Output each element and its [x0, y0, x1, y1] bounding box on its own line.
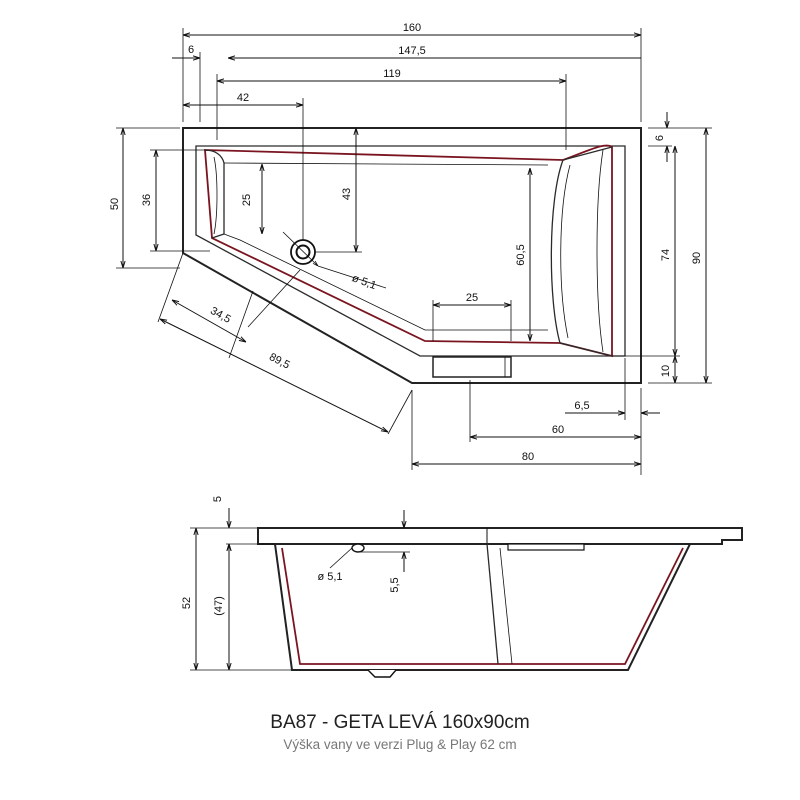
- overflow-icon: [351, 543, 365, 553]
- dim-52: 52: [181, 597, 193, 609]
- dim-6-top: 6: [188, 44, 194, 56]
- dim-119: 119: [383, 68, 401, 80]
- dim-60: 60: [552, 424, 564, 436]
- dim-42: 42: [237, 92, 249, 104]
- plan-outline: [182, 127, 642, 384]
- dim-6-5: 6,5: [574, 400, 589, 412]
- left-backrest: [204, 149, 225, 239]
- dim-80: 80: [522, 451, 534, 463]
- drawing-subtitle: Výška vany ve verzi Plug & Play 62 cm: [283, 737, 517, 752]
- dim-147-5: 147,5: [398, 45, 426, 57]
- dim-74: 74: [660, 249, 672, 261]
- dim-47: (47): [213, 596, 225, 616]
- plan-view: 160 6 147,5 119 42 50 36 25 43 ø 5,1 60,…: [109, 22, 712, 475]
- dim-5-side: 5: [212, 496, 224, 502]
- dim-89-5: 89,5: [267, 351, 292, 371]
- dim-10: 10: [660, 365, 672, 377]
- dim-36: 36: [141, 194, 153, 206]
- dim-6-right: 6: [654, 135, 666, 141]
- plan-basin-edge: [204, 144, 613, 358]
- dim-overflow-5-1: ø 5,1: [317, 571, 342, 583]
- dim-25-left: 25: [241, 194, 253, 206]
- side-body: [273, 543, 692, 671]
- drawing-title: BA87 - GETA LEVÁ 160x90cm: [270, 712, 530, 733]
- side-rim: [257, 527, 743, 545]
- dim-50: 50: [109, 198, 121, 210]
- plan-inner-rim: [195, 145, 626, 357]
- dim-60-5: 60,5: [515, 244, 527, 265]
- side-view: 5 52 (47) ø 5,1 5,5: [181, 496, 743, 678]
- dim-5-5: 5,5: [389, 577, 401, 592]
- control-panel: [432, 356, 512, 378]
- dim-90: 90: [691, 252, 703, 264]
- dim-25-bottom: 25: [466, 292, 478, 304]
- dim-160: 160: [403, 22, 421, 34]
- dim-43: 43: [341, 188, 353, 200]
- headrest: [550, 146, 613, 357]
